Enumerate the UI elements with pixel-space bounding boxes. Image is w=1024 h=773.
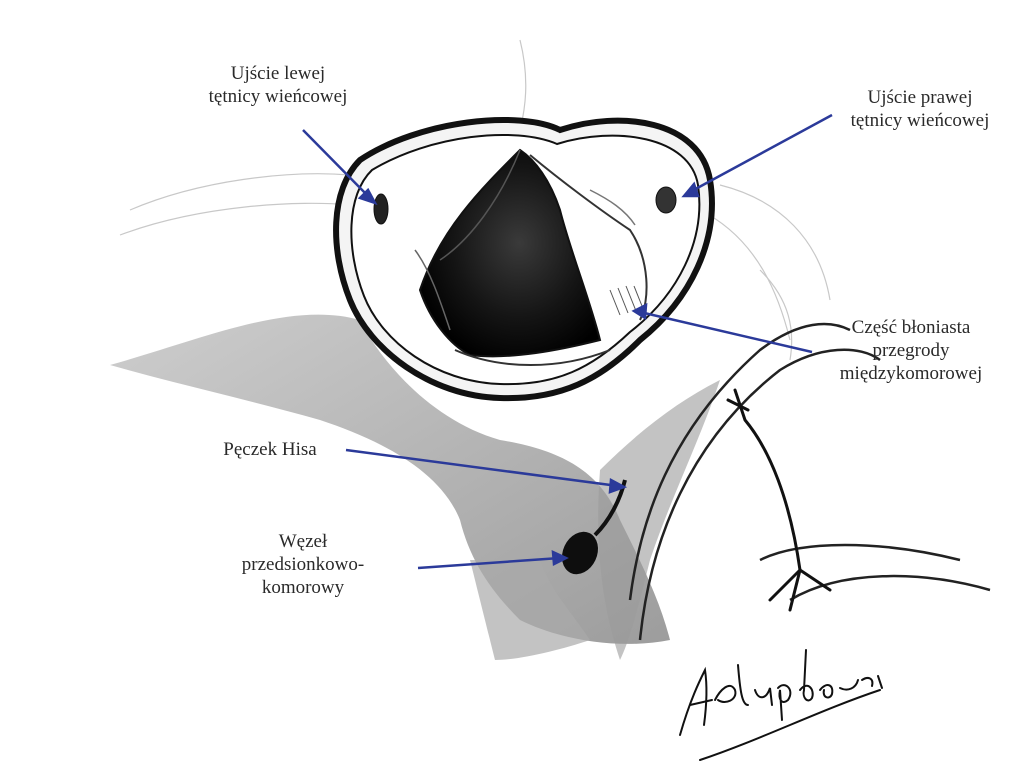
- chordae-tendineae: [726, 388, 832, 612]
- label-line: Część błoniasta: [851, 317, 971, 338]
- label-line: komorowy: [261, 577, 345, 598]
- pointer-membranous-septum: [639, 310, 813, 354]
- label-line: Pęczek Hisa: [223, 439, 317, 460]
- arrowhead-left-coronary: [357, 187, 378, 206]
- arrowhead-av-node: [551, 549, 569, 566]
- label-line: przegrody: [872, 340, 950, 361]
- arrowhead-bundle-of-his: [608, 477, 628, 494]
- pointer-av-node: [417, 556, 561, 570]
- label-bundle-of-his: Pęczek Hisa: [190, 438, 350, 461]
- label-left-coronary-ostium: Ujście lewej tętnicy wieńcowej: [168, 62, 388, 108]
- label-line: międzykomorowej: [839, 363, 983, 384]
- arrowhead-membranous-septum: [631, 302, 648, 321]
- valve-cusps: [414, 148, 648, 366]
- label-av-node: Węzeł przedsionkowo- komorowy: [218, 530, 388, 599]
- label-line: tętnicy wieńcowej: [850, 110, 990, 131]
- label-line: tętnicy wieńcowej: [208, 86, 348, 107]
- label-line: Węzeł: [278, 531, 328, 552]
- pointer-bundle-of-his: [345, 448, 619, 488]
- label-right-coronary-ostium: Ujście prawej tętnicy wieńcowej: [820, 86, 1020, 132]
- right-coronary-ostium: [655, 186, 677, 214]
- pointer-right-coronary: [689, 113, 833, 194]
- av-node-mark: [562, 531, 598, 575]
- pointer-left-coronary: [302, 129, 371, 199]
- pointer-lines: [302, 113, 833, 570]
- ventricle-outlines: [628, 322, 991, 641]
- label-line: Ujście lewej: [230, 63, 326, 84]
- shaded-tissue: [110, 314, 720, 660]
- label-membranous-septum: Część błoniasta przegrody międzykomorowe…: [806, 316, 1016, 385]
- label-line: Ujście prawej: [867, 87, 973, 108]
- left-coronary-ostium: [373, 193, 389, 225]
- arrowhead-right-coronary: [681, 181, 700, 198]
- membranous-septum-hatch: [609, 285, 643, 316]
- background-sketch-strokes: [119, 39, 831, 361]
- label-line: przedsionkowo-: [241, 554, 365, 575]
- artist-signature: [679, 649, 883, 761]
